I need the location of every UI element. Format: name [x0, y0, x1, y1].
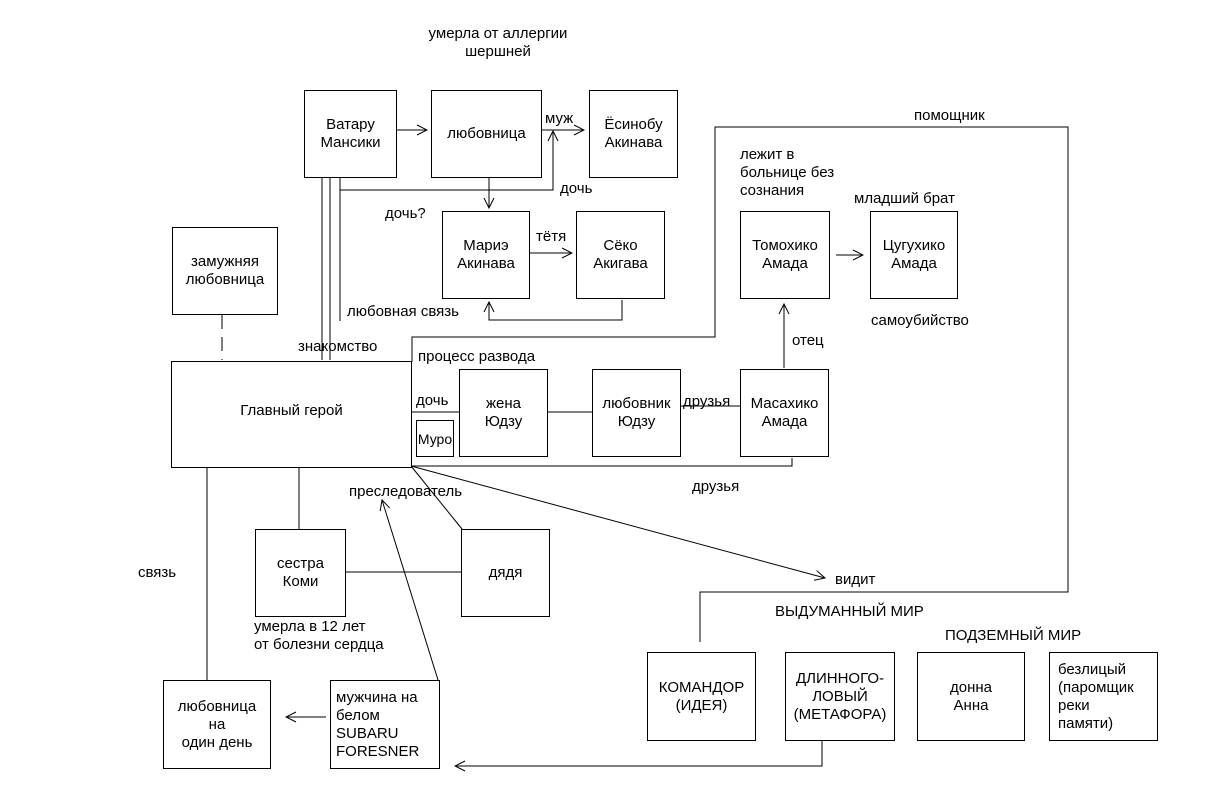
label-znakomstvo: знакомство [298, 338, 378, 355]
node-tomohiko: Томохико Амада [740, 211, 830, 299]
node-marie: Мариэ Акинава [442, 211, 530, 299]
label-podzemny: ПОДЗЕМНЫЙ МИР [945, 627, 1082, 644]
line-glavny-dyadya [410, 465, 463, 530]
label-doch-top: дочь [560, 180, 593, 197]
node-glavny: Главный герой [171, 361, 412, 468]
node-masahiko: Масахико Амада [740, 369, 829, 457]
label-druzya-1: друзья [683, 393, 731, 410]
label-doch-muro: дочь [416, 392, 449, 409]
node-dlinnogolovy: ДЛИННОГО- ЛОВЫЙ (МЕТАФОРА) [785, 652, 895, 741]
label-vydumanny: ВЫДУМАННЫЙ МИР [775, 603, 924, 620]
label-druzya-2: друзья [692, 478, 740, 495]
node-donna: донна Анна [917, 652, 1025, 741]
arrow-muzhchina-presledovatel [382, 500, 439, 681]
node-sestra: сестра Коми [255, 529, 346, 617]
line-druzya-glavny-masahiko [411, 458, 793, 467]
label-protsess-razvoda: процесс развода [418, 348, 536, 365]
node-dyadya: дядя [461, 529, 550, 617]
node-komandor: КОМАНДОР (ИДЕЯ) [647, 652, 756, 741]
label-svyaz: связь [138, 564, 177, 581]
label-umerla-allergiya: умерла от аллергии шершней [428, 25, 568, 60]
node-esinobu: Ёсинобу Акинава [589, 90, 678, 178]
node-vataru: Ватару Мансики [304, 90, 397, 178]
node-lyubovnitsa-top: любовница [431, 90, 542, 178]
line-pomoshnik [411, 126, 1069, 642]
label-tetya: тётя [536, 228, 567, 245]
label-otets: отец [792, 332, 824, 349]
label-lyubovnaya-svyaz: любовная связь [347, 303, 459, 320]
label-umerla-12: умерла в 12 лет от болезни сердца [254, 618, 384, 653]
node-bezlitsy: безлицый (паромщик реки памяти) [1049, 652, 1158, 741]
node-muzhchina: мужчина на белом SUBARU FORESNER [330, 680, 440, 769]
label-vidit: видит [835, 571, 876, 588]
node-tsuguhiko: Цугухико Амада [870, 211, 958, 299]
arrow-dlinnogolovy-muzhchina [455, 740, 823, 766]
node-lyubovnik: любовник Юдзу [592, 369, 681, 457]
arrow-glavny-vidit [410, 465, 825, 578]
node-muro: Муро [416, 420, 454, 457]
node-zhena: жена Юдзу [459, 369, 548, 457]
label-presledovatel: преследователь [349, 483, 463, 500]
node-seko: Сёко Акигава [576, 211, 665, 299]
label-lezhit: лежит в больнице без сознания [740, 146, 835, 199]
label-mladshiy-brat: младший брат [854, 190, 955, 207]
node-zamuzhnyaya: замужняя любовница [172, 227, 278, 315]
label-doch-q: дочь? [385, 205, 426, 222]
label-samoubiystvo: самоубийство [871, 312, 969, 329]
arrow-seko-marie [489, 300, 623, 321]
label-muzh: муж [545, 110, 574, 127]
line-doch-esinobu [339, 131, 553, 191]
node-lyubovnitsa-den: любовница на один день [163, 680, 271, 769]
label-pomoshnik: помощник [914, 107, 985, 124]
